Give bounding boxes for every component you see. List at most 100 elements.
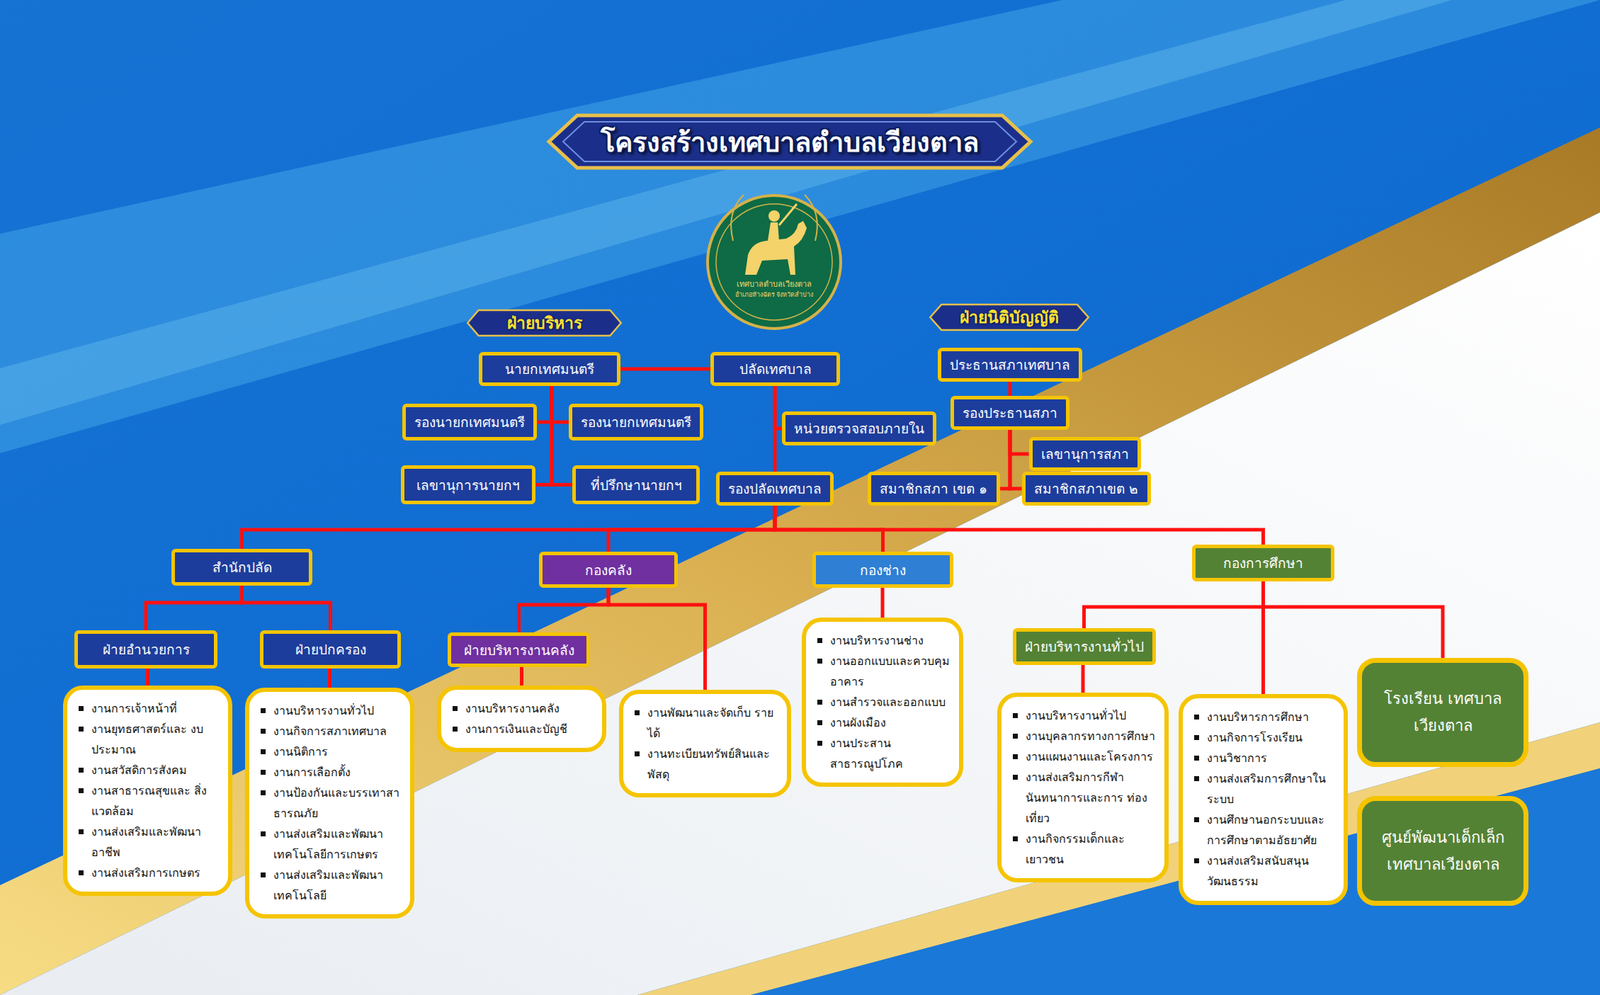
node-label: กองช่าง <box>859 559 906 581</box>
org-box: ฝ่ายบริหารงานทั่วไป <box>1012 628 1156 666</box>
bullet <box>260 790 266 796</box>
org-box: กองการศึกษา <box>1192 544 1335 582</box>
list-item: งานส่งเสริมการกีฬา นันทนาการและการ ท่องเ… <box>1025 767 1156 829</box>
bullet <box>1194 858 1200 864</box>
bullet <box>260 728 266 734</box>
list-item: งานวิชาการ <box>1206 747 1336 769</box>
list-item: งานทะเบียนทรัพย์สินและ พัสดุ <box>647 743 779 785</box>
list-item: งานกิจการโรงเรียน <box>1206 727 1336 748</box>
connector <box>519 667 524 686</box>
bullet <box>1194 755 1200 761</box>
org-box: สมาชิกสภา เขต ๑ <box>867 471 1001 506</box>
org-box: ประธานสภาเทศบาล <box>937 347 1083 382</box>
bullet <box>817 699 823 705</box>
connector <box>774 505 1264 545</box>
list-item: งานส่งเสริมและพัฒนาอาชีพ <box>91 821 220 863</box>
list-item: งานพัฒนาและจัดเก็บ รายได้ <box>647 702 779 744</box>
task-list: งานบริหารงานทั่วไปงานบุคลากรทางการศึกษาง… <box>997 692 1169 883</box>
node-label: รองนายกเทศมนตรี <box>414 411 525 433</box>
connector <box>551 386 569 423</box>
connector <box>242 585 331 631</box>
list-item: งานผังเมือง <box>830 712 951 734</box>
list-item: งานการเงินและบัญชี <box>465 718 594 740</box>
connector <box>519 587 610 633</box>
connector <box>1263 581 1444 658</box>
list-item: งานกิจการสภาเทศบาล <box>273 721 402 742</box>
rider-figure <box>767 222 780 241</box>
list-item: งานป้องกันและบรรเทาสา ธารณภัย <box>273 782 402 824</box>
list-item: งานประสานสาธารณูปโภค <box>830 733 951 775</box>
bullet <box>1012 733 1018 739</box>
connector <box>242 505 776 549</box>
blue-band <box>750 768 1600 995</box>
connector <box>1010 429 1030 455</box>
org-box: ฝ่ายอำนวยการ <box>74 630 218 669</box>
node-label: ฝ่ายปกครอง <box>295 638 367 661</box>
list-item: งานการเลือกตั้ง <box>273 762 402 783</box>
connector <box>608 505 775 552</box>
org-box: รองปลัดเทศบาล <box>716 471 834 506</box>
node-label: รองประธานสภา <box>962 402 1058 424</box>
task-list: งานบริหารงานทั่วไปงานกิจการสภาเทศบาลงานน… <box>245 687 415 919</box>
bullet <box>1012 774 1018 780</box>
connector <box>145 668 150 686</box>
org-box: รองนายกเทศมนตรี <box>402 403 537 441</box>
bullet <box>260 749 266 755</box>
bullet <box>78 870 84 876</box>
connector <box>881 587 885 618</box>
org-box: กองช่าง <box>812 551 954 588</box>
list-item: งานส่งเสริมสนับสนุน วัฒนธรรม <box>1206 850 1336 892</box>
list-item: งานออกแบบและควบคุม อาคาร <box>830 650 951 692</box>
list-item: งานบริหารงานทั่วไป <box>273 700 402 722</box>
list-item: งานแผนงานและโครงการ <box>1025 746 1156 768</box>
node-label: เลขานุการสภา <box>1041 443 1129 465</box>
org-box: สมาชิกสภาเขต ๒ <box>1022 471 1151 506</box>
node-label: ประธานสภาเทศบาล <box>949 354 1071 376</box>
connector <box>1008 381 1013 396</box>
banner-outline <box>467 310 622 336</box>
org-box: นายกเทศมนตรี <box>478 352 621 387</box>
bullet <box>78 706 84 712</box>
list-item: งานส่งเสริมและพัฒนา เทคโนโลยีการเกษตร <box>273 823 402 865</box>
node-label: ฝ่ายบริหารงานทั่วไป <box>1024 636 1144 658</box>
node-label: ปลัดเทศบาล <box>739 358 812 380</box>
bullet <box>452 726 458 732</box>
node-label: ที่ปรึกษานายกฯ <box>590 474 683 496</box>
bullet <box>1012 836 1018 842</box>
logo-text: เทศบาลตำบลเวียงตาล <box>717 277 831 291</box>
bullet <box>1012 754 1018 760</box>
node-label: รองนายกเทศมนตรี <box>580 411 692 433</box>
bullet <box>634 710 640 716</box>
list-item: งานส่งเสริมการศึกษาใน ระบบ <box>1206 768 1336 810</box>
bullet <box>817 658 823 664</box>
node-label: หน่วยตรวจสอบภายใน <box>793 417 925 440</box>
node-label: โรงเรียน เทศบาลเวียงตาล <box>1371 685 1514 740</box>
bullet <box>78 829 84 835</box>
title-banner <box>548 115 1031 168</box>
banner-outline <box>929 304 1088 331</box>
list-item: งานยุทธศาสตร์และ งบประมาณ <box>91 718 220 760</box>
rider-head <box>768 210 780 222</box>
task-list: งานบริหารงานคลังงานการเงินและบัญชี <box>437 685 607 753</box>
connector <box>535 386 552 486</box>
org-box: ปลัดเทศบาล <box>710 352 841 387</box>
node-label: ฝ่ายนิติบัญญัติ <box>959 304 1059 331</box>
unit-box: ศูนย์พัฒนาเด็กเล็ก เทศบาลเวียงตาล <box>1357 796 1529 906</box>
connector <box>145 585 243 631</box>
list-item: งานส่งเสริมและพัฒนา เทคโนโลยี <box>273 864 402 906</box>
list-item: งานสาธารณสุขและ สิ่งแวดล้อม <box>91 780 220 822</box>
node-label: นายกเทศมนตรี <box>505 358 595 380</box>
logo-ring <box>716 203 833 321</box>
org-box: ฝ่ายปกครอง <box>259 630 401 669</box>
section-banner: ฝ่ายนิติบัญญัติ <box>928 303 1091 332</box>
node-label: สมาชิกสภา เขต ๑ <box>879 478 988 500</box>
rider-staff <box>779 203 797 226</box>
org-box: สำนักปลัด <box>171 548 313 586</box>
task-list: งานบริหารงานช่างงานออกแบบและควบคุม อาคาร… <box>801 617 964 787</box>
list-item: งานนิติการ <box>273 741 402 763</box>
bullet <box>1194 714 1200 720</box>
connector <box>327 668 332 688</box>
connector <box>536 386 552 423</box>
list-item: งานบุคลากรทางการศึกษา <box>1025 725 1156 747</box>
